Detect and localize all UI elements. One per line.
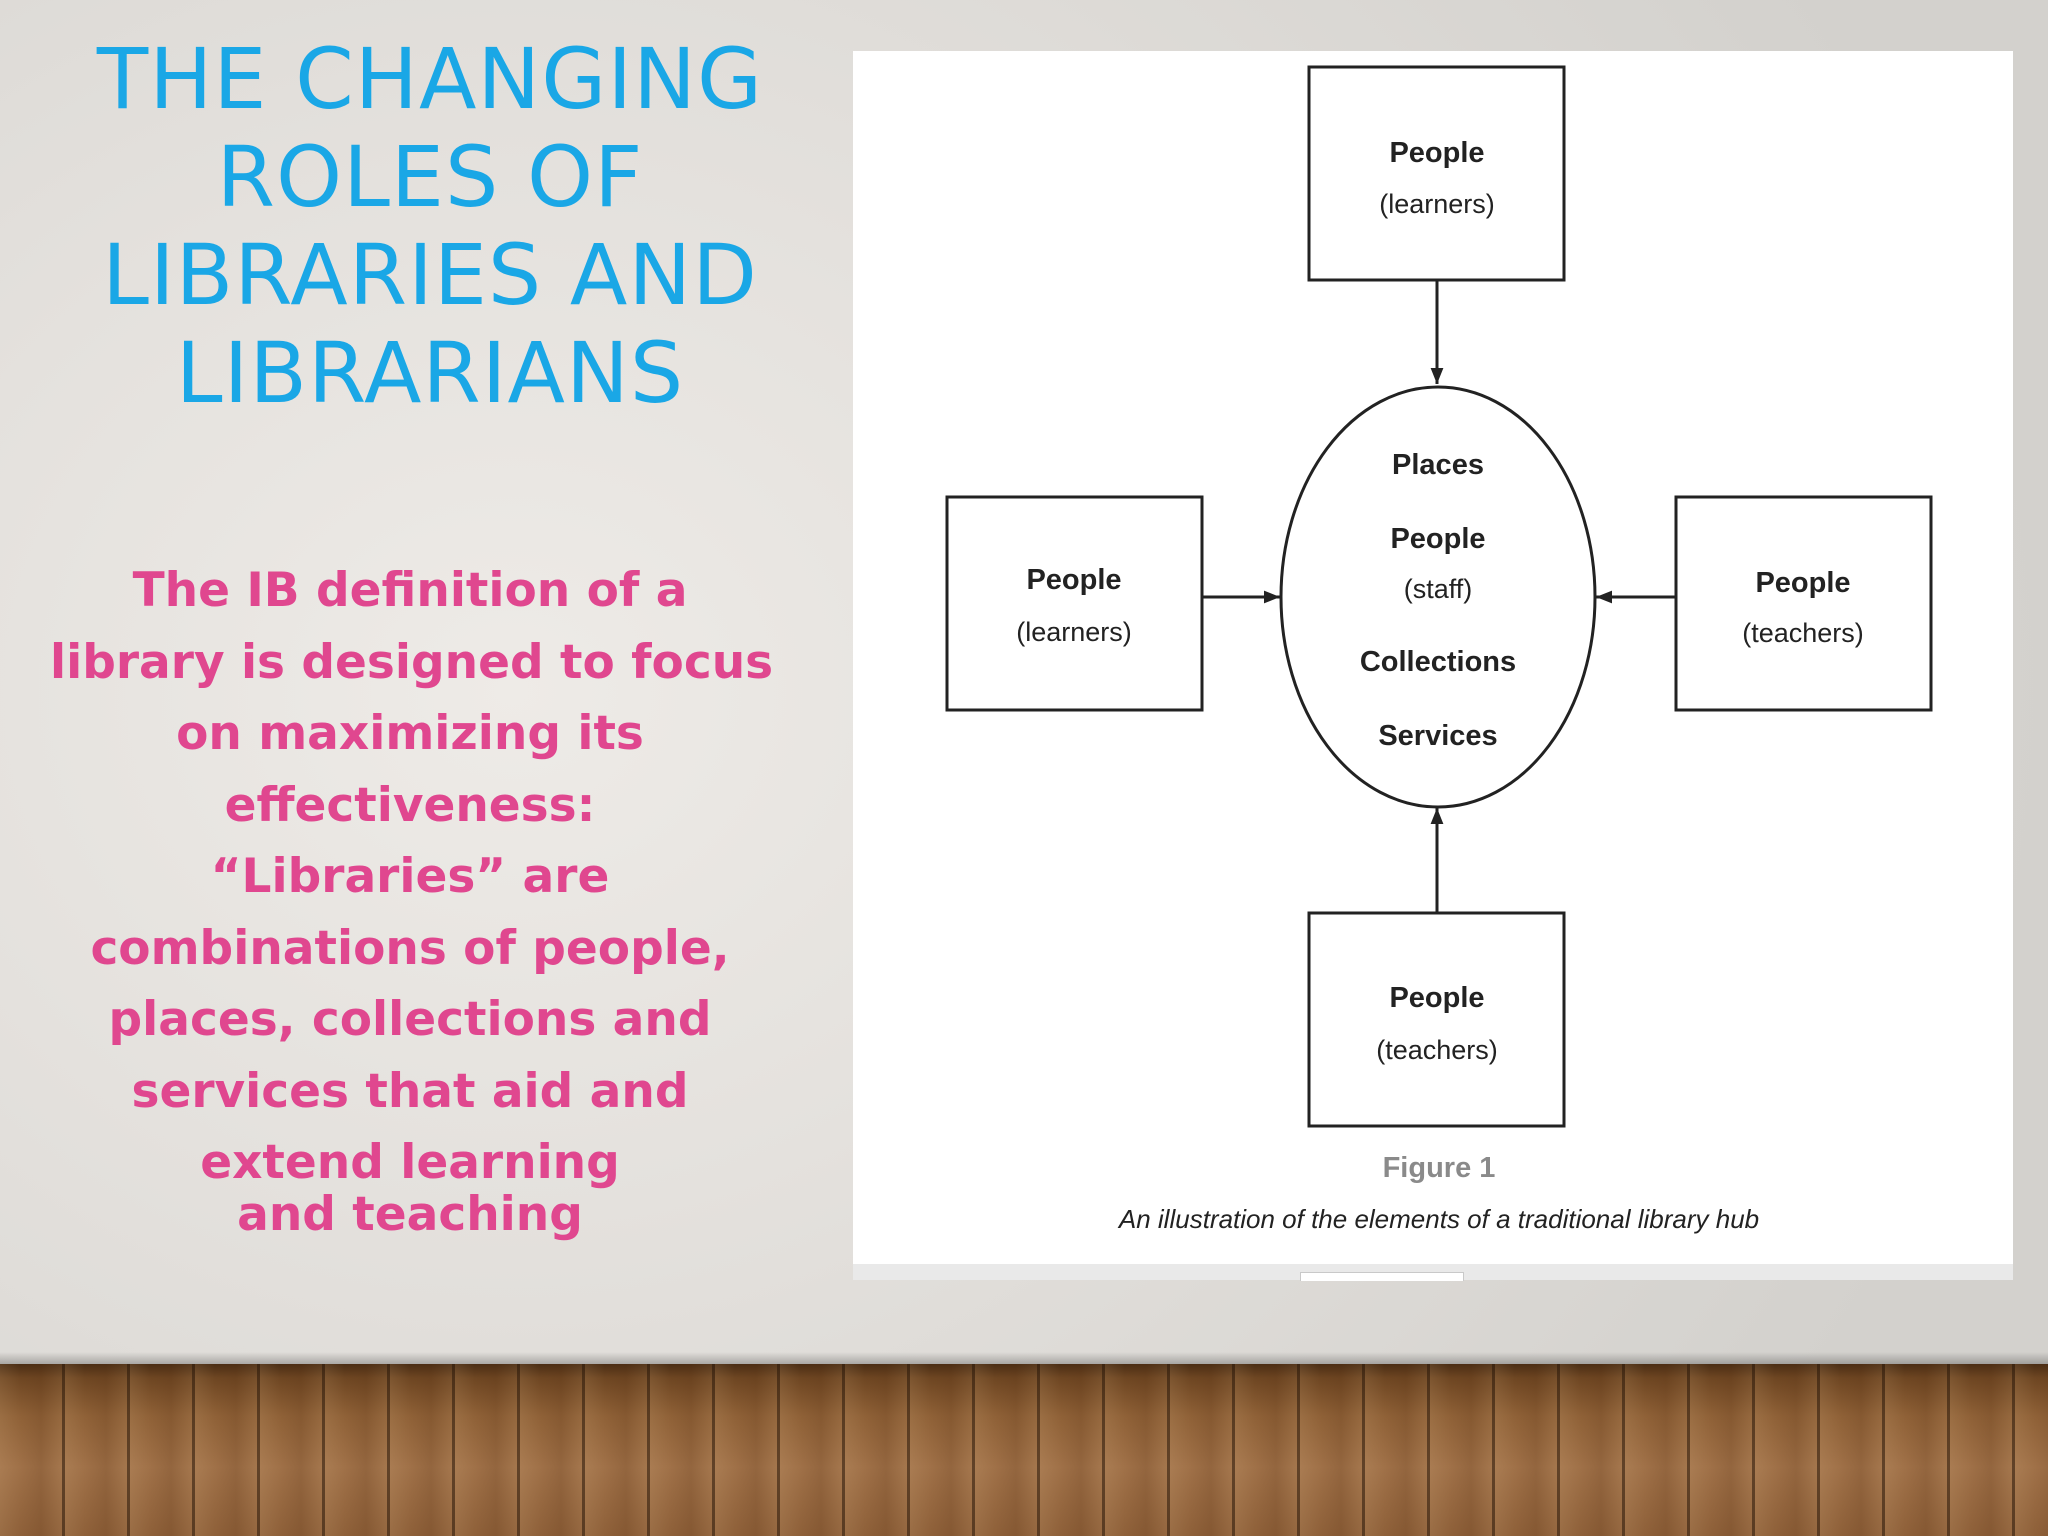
right-box-frame bbox=[1674, 495, 1933, 712]
title-line: LIBRARIANS bbox=[175, 324, 685, 422]
definition-line: “Libraries” are bbox=[210, 849, 610, 904]
top-people-box: People (learners) bbox=[1307, 65, 1566, 282]
title-line: LIBRARIES AND bbox=[102, 226, 758, 324]
figure-panel: People (learners) People (learners) Peop… bbox=[853, 51, 2013, 1280]
slide-title: THE CHANGING ROLES OF LIBRARIES AND LIBR… bbox=[60, 30, 800, 422]
left-box-frame bbox=[945, 495, 1204, 712]
hub-item: Services bbox=[1378, 720, 1497, 752]
top-box-subtitle: (learners) bbox=[1379, 189, 1495, 219]
definition-line: effectiveness: bbox=[224, 777, 596, 833]
bottom-box-subtitle: (teachers) bbox=[1376, 1035, 1498, 1065]
title-line: ROLES OF bbox=[216, 128, 644, 226]
hub-item: (staff) bbox=[1404, 574, 1473, 604]
bottom-box-title: People bbox=[1389, 982, 1484, 1014]
definition-line: and teaching bbox=[237, 1186, 583, 1242]
library-hub-diagram: People (learners) People (learners) Peop… bbox=[945, 65, 1933, 1234]
definition-line: on maximizing its bbox=[176, 706, 644, 761]
left-box-subtitle: (learners) bbox=[1016, 617, 1132, 647]
definition-line: library is designed to focus bbox=[50, 634, 774, 690]
hub-item: People bbox=[1390, 523, 1485, 555]
definition-line: The IB definition of a bbox=[132, 563, 688, 618]
right-people-box: People (teachers) bbox=[1674, 495, 1933, 712]
wall-shadow bbox=[0, 1352, 2048, 1366]
definition-line: services that aid and bbox=[131, 1063, 689, 1119]
figure-scroll-thumb bbox=[1300, 1272, 1464, 1281]
bottom-box-frame bbox=[1307, 911, 1566, 1128]
bottom-people-box: People (teachers) bbox=[1307, 911, 1566, 1128]
wood-floor-background bbox=[0, 1364, 2048, 1536]
hub-item: Places bbox=[1392, 449, 1484, 481]
hub-ellipse bbox=[1279, 385, 1597, 809]
left-people-box: People (learners) bbox=[945, 495, 1204, 712]
right-box-title: People bbox=[1755, 567, 1850, 599]
top-box-title: People bbox=[1389, 137, 1484, 169]
library-hub: Places People (staff) Collections Servic… bbox=[1279, 385, 1597, 809]
definition-line: extend learning bbox=[200, 1135, 620, 1190]
definition-text: The IB definition of a library is design… bbox=[50, 555, 774, 1243]
right-box-subtitle: (teachers) bbox=[1742, 618, 1864, 648]
hub-item: Collections bbox=[1360, 646, 1516, 678]
title-line: THE CHANGING bbox=[96, 30, 764, 128]
top-box-frame bbox=[1307, 65, 1566, 282]
definition-line: combinations of people, bbox=[90, 920, 730, 976]
definition-line: places, collections and bbox=[108, 992, 712, 1047]
figure-caption: An illustration of the elements of a tra… bbox=[1117, 1204, 1759, 1234]
left-box-title: People bbox=[1026, 564, 1121, 596]
figure-label: Figure 1 bbox=[1383, 1152, 1496, 1184]
